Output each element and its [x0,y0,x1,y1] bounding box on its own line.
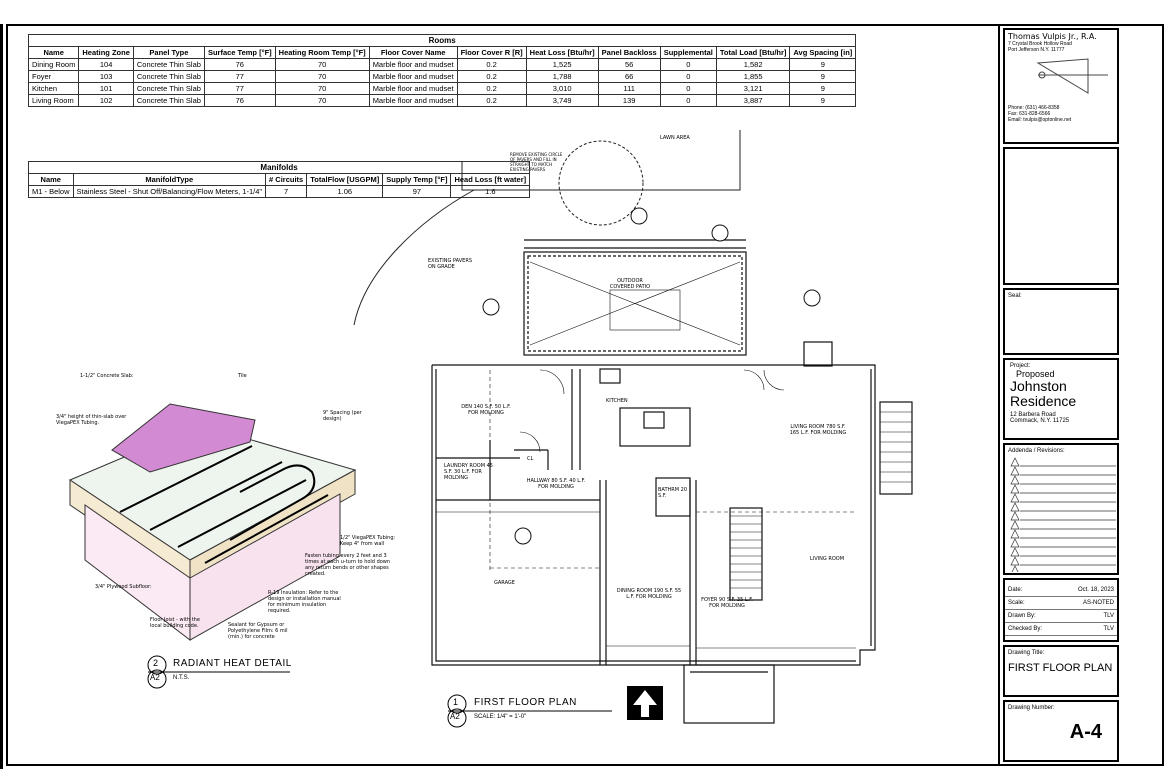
label-living-room-2: LIVING ROOM [810,556,845,562]
manifolds-cell: 1.6 [450,185,531,198]
note-floor-joist: Floor Joist - with the local building co… [150,617,200,629]
sheet-left-edge [0,24,3,769]
drawing-title: FIRST FLOOR PLAN [1008,662,1113,674]
rooms-cell: 9 [789,94,857,107]
checked-by-value: TLV [1103,626,1114,632]
plan-scale: SCALE: 1/4" = 1'-0" [474,714,527,720]
label-bathroom: BATHRM 20 S.F. [658,487,688,499]
title-block-seal: Seal: [1003,288,1119,355]
detail-number: 2 [153,658,159,668]
north-arrow-icon [627,686,663,720]
drawing-title-label: Drawing Title: [1008,650,1045,656]
detail-title: RADIANT HEAT DETAIL [173,658,292,669]
drawing-number-label: Drawing Number: [1008,705,1055,711]
seal-label: Seal: [1008,293,1022,299]
rooms-cell: 76 [203,94,276,107]
drawn-by-value: TLV [1103,613,1114,619]
plan-title: FIRST FLOOR PLAN [474,697,577,708]
firm-email: Email: tvulpis@optonline.net [1008,117,1072,123]
label-garage: GARAGE [494,580,515,586]
rooms-cell: 0.2 [456,94,527,107]
revision-triangles [1010,457,1116,575]
scale-label: Scale: [1008,600,1025,606]
label-lawn-area: LAWN AREA [660,135,690,141]
drawing-area-divider [998,24,1000,766]
label-hallway: HALLWAY 80 S.F. 40 L.F. FOR MOLDING [526,478,586,490]
firm-name: Thomas Vulpis Jr., R.A. [1008,32,1097,41]
rooms-cell: Kitchen [27,82,80,95]
rooms-cell: Concrete Thin Slab [132,94,205,107]
addenda-label: Addenda / Revisions: [1008,448,1065,454]
rooms-cell: Living Room [27,94,80,107]
plan-sheet-ref: A2 [450,712,460,721]
project-address-2: Commack, N.Y. 11725 [1010,418,1070,424]
date-label: Date: [1008,587,1023,593]
label-dining-room: DINING ROOM 190 S.F. 55 L.F. FOR MOLDING [616,588,682,600]
project-name: Johnston Residence [1010,378,1077,409]
firm-address-1: 7 Crystal Brook Hollow Road [1008,41,1072,47]
note-concrete-slab: 1-1/2" Concrete Slab: [80,373,134,379]
label-existing-pavers: EXISTING PAVERS ON GRADE [428,258,472,270]
manifolds-cell: 97 [382,185,452,198]
note-fasten: Fasten tubing every 2 feet and 3 times a… [305,553,391,577]
title-block-project: Project: Proposed Johnston Residence 12 … [1003,358,1119,440]
note-slab-height: 3/4" height of thin-slab over ViegaPEX T… [56,414,127,426]
label-foyer: FOYER 90 S.F. 35 L.F. FOR MOLDING [701,597,753,609]
firm-address-2: Port Jefferson N.Y. 11777 [1008,47,1065,53]
note-tile: Tile [238,373,247,379]
label-kitchen: KITCHEN [606,398,628,404]
rooms-cell: 70 [274,94,370,107]
title-block-drawing-number: Drawing Number: A-4 [1003,700,1119,762]
detail-sheet-ref: A2 [150,673,160,682]
drawing-sheet-border [6,24,1164,766]
project-label: Project: [1010,363,1031,369]
label-outdoor-patio: OUTDOOR COVERED PATIO [609,278,651,290]
scale-value: AS-NOTED [1082,600,1114,606]
rooms-cell: 0 [659,94,717,107]
firm-fax: Fax: 631-828-6566 [1008,111,1051,117]
rooms-cell: 3,749 [525,94,599,107]
label-closet: CL [527,456,534,462]
drawn-by-label: Drawn By: [1008,613,1036,619]
note-insulation: R-19 Insulation: Refer to the design or … [268,590,341,614]
project-address-1: 12 Barbera Road [1010,412,1056,418]
detail-scale: N.T.S. [173,675,190,681]
title-block-info: Date: Oct. 18, 2023 Scale: AS-NOTED Drawn … [1003,578,1119,642]
title-block-addenda: Addenda / Revisions: [1003,443,1119,575]
date-value: Oct. 18, 2023 [1077,587,1114,593]
note-tubing: 1/2" ViegaPEX Tubing: Keep 4" from wall [340,535,396,547]
floor-plan-drawing [431,239,913,724]
note-spacing: 9" Spacing (per design) [323,410,362,422]
firm-logo-icon [1036,58,1108,94]
label-living-room: LIVING ROOM 780 S.F. 165 L.F. FOR MOLDIN… [789,424,847,436]
rooms-cell: Marble floor and mudset [368,94,458,107]
note-subfloor: 3/4" Plywood Subfloor: [95,584,152,590]
firm-phone: Phone: (631) 466-8358 [1008,105,1060,111]
project-prefix: Proposed [1016,369,1055,379]
checked-by-label: Checked By: [1008,626,1043,632]
manifolds-cell: 7 [265,185,308,198]
label-den: DEN 140 S.F. 50 L.F. FOR MOLDING [461,404,511,416]
title-block-consultants [1003,147,1119,285]
drawing-number: A-4 [1069,721,1102,743]
title-block-drawing-title: Drawing Title: FIRST FLOOR PLAN [1003,645,1119,697]
note-sealant: Sealant for Gypsum or Polyethylene Film:… [228,622,288,640]
plan-number: 1 [453,697,459,707]
label-remove-pavers: REMOVE EXISTING CIRCLE OF PAVERS AND FIL… [510,152,563,172]
title-block-firm: Thomas Vulpis Jr., R.A. 7 Crystal Brook … [1003,28,1119,144]
label-laundry: LAUNDRY ROOM 45 S.F. 30 L.F. FOR MOLDING [444,463,493,481]
radiant-heat-detail-drawing [68,403,357,642]
